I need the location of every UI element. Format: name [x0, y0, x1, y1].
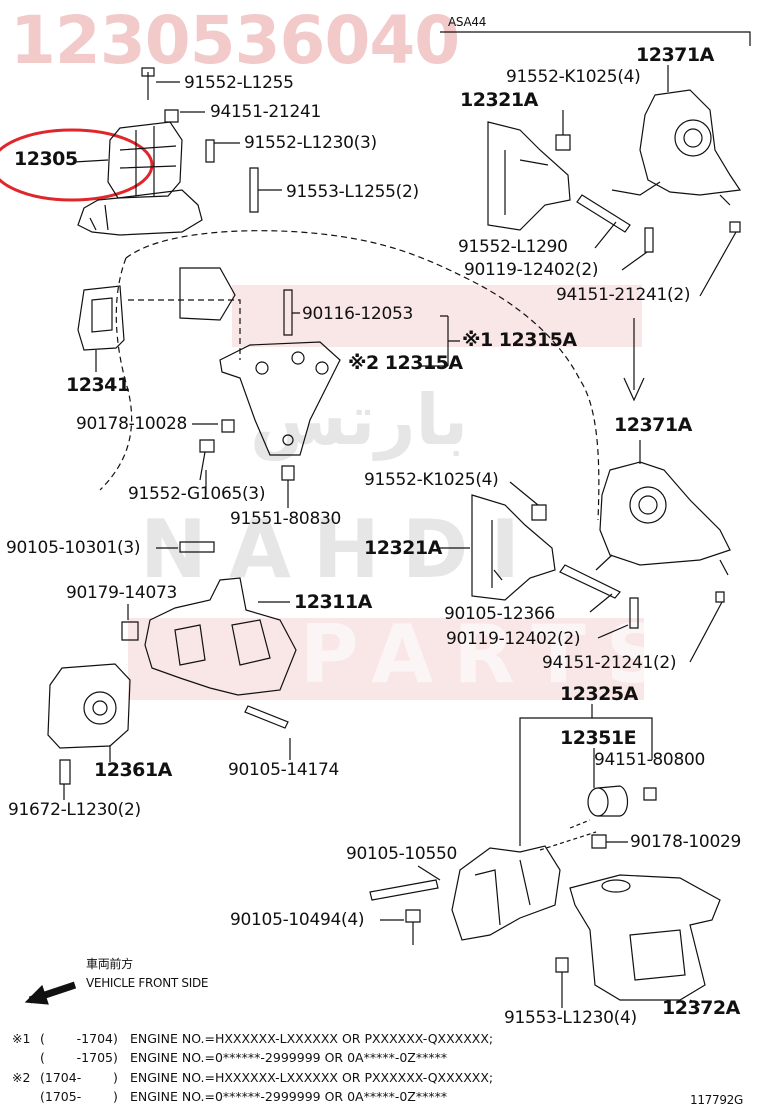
watermark-brand-parts: PARTS	[300, 608, 684, 701]
footnote-text: ENGINE NO.=0******-2999999 OR 0A*****-0Z…	[130, 1089, 448, 1104]
label-94151-21241-2-top[interactable]: 94151-21241(2)	[556, 285, 691, 305]
label-12341[interactable]: 12341	[66, 374, 130, 396]
footnote-row: ※1 ( -1704) ENGINE NO.=HXXXXXX-LXXXXXX OR …	[12, 1031, 494, 1046]
label-12371A-top[interactable]: 12371A	[636, 44, 714, 66]
model-code: ASA44	[448, 15, 487, 29]
label-90105-10494-4[interactable]: 90105-10494(4)	[230, 910, 365, 930]
mount-12361A-drawing	[47, 663, 131, 749]
label-90178-10028[interactable]: 90178-10028	[76, 414, 187, 434]
mount-12371A-mid-drawing	[595, 461, 731, 576]
label-90116-12053[interactable]: 90116-12053	[302, 304, 413, 324]
label-12361A[interactable]: 12361A	[94, 759, 172, 781]
label-91672-L1230-2[interactable]: 91672-L1230(2)	[8, 800, 141, 820]
label-94151-21241[interactable]: 94151-21241	[210, 102, 321, 122]
label-91552-K1025-4-top[interactable]: 91552-K1025(4)	[506, 67, 641, 87]
label-12315A-note2[interactable]: ※2 12315A	[348, 352, 463, 374]
label-90178-10029[interactable]: 90178-10029	[630, 832, 741, 852]
label-90105-14174[interactable]: 90105-14174	[228, 760, 339, 780]
label-12311A[interactable]: 12311A	[294, 591, 372, 613]
label-91552-G1065-3[interactable]: 91552-G1065(3)	[128, 484, 266, 504]
label-12372A[interactable]: 12372A	[662, 997, 740, 1019]
footnote-range: (1705- )	[40, 1089, 118, 1104]
label-90105-10301-3[interactable]: 90105-10301(3)	[6, 538, 141, 558]
footnote-text: ENGINE NO.=HXXXXXX-LXXXXXX OR PXXXXXX-QX…	[130, 1070, 494, 1085]
footnote-row: ( -1705) ENGINE NO.=0******-2999999 OR 0A…	[12, 1050, 448, 1065]
bracket-12321A-top-drawing	[487, 121, 571, 231]
footnote-row: (1705- ) ENGINE NO.=0******-2999999 OR 0A…	[12, 1089, 448, 1104]
footnote-mark: ※2	[12, 1070, 31, 1085]
part-number-watermark: 1230536040	[10, 2, 460, 79]
highlight-circle	[0, 128, 154, 202]
label-90119-12402-2-top[interactable]: 90119-12402(2)	[464, 260, 599, 280]
label-91551-80830[interactable]: 91551-80830	[230, 509, 341, 529]
label-12321A-mid[interactable]: 12321A	[364, 537, 442, 559]
footnote-range: ( -1704)	[40, 1031, 118, 1046]
label-12371A-mid[interactable]: 12371A	[614, 414, 692, 436]
model-bracket-line	[440, 31, 751, 46]
front-label-en: VEHICLE FRONT SIDE	[86, 976, 209, 990]
footnote-range: ( -1705)	[40, 1050, 118, 1065]
mount-12305-drawing	[77, 121, 203, 236]
label-12351E[interactable]: 12351E	[560, 727, 637, 749]
label-12305[interactable]: 12305	[14, 148, 78, 170]
label-91553-L1255-2[interactable]: 91553-L1255(2)	[286, 182, 419, 202]
watermark-brand-nahdi: NAHDI	[140, 503, 542, 596]
watermark-band-2	[128, 618, 644, 700]
label-90105-10550[interactable]: 90105-10550	[346, 844, 457, 864]
mount-12341-drawing	[77, 285, 125, 351]
front-label-jp: 車両前方	[86, 957, 133, 971]
label-91552-L1230-3[interactable]: 91552-L1230(3)	[244, 133, 377, 153]
bushing-12351E-drawing	[587, 785, 629, 817]
label-90105-12366[interactable]: 90105-12366	[444, 604, 555, 624]
label-90179-14073[interactable]: 90179-14073	[66, 583, 177, 603]
footnote-text: ENGINE NO.=0******-2999999 OR 0A*****-0Z…	[130, 1050, 448, 1065]
label-91552-K1025-4-mid[interactable]: 91552-K1025(4)	[364, 470, 499, 490]
label-12321A-top[interactable]: 12321A	[460, 89, 538, 111]
label-12325A[interactable]: 12325A	[560, 683, 638, 705]
figure-code: 117792G	[690, 1093, 744, 1107]
bracket-12321A-mid-drawing	[471, 494, 556, 601]
bracket-12311A-drawing	[144, 577, 297, 696]
footnote-text: ENGINE NO.=HXXXXXX-LXXXXXX OR PXXXXXX-QX…	[130, 1031, 494, 1046]
label-91553-L1230-4[interactable]: 91553-L1230(4)	[504, 1008, 637, 1028]
label-94151-21241-2-mid[interactable]: 94151-21241(2)	[542, 653, 677, 673]
bracket-12315A-drawing	[219, 341, 341, 456]
mount-12371A-top-drawing	[611, 89, 742, 206]
label-94151-80800[interactable]: 94151-80800	[594, 750, 705, 770]
label-91552-L1255[interactable]: 91552-L1255	[184, 73, 294, 93]
watermark-band-1	[232, 285, 642, 347]
mount-12372A-drawing	[569, 874, 721, 1001]
footnote-range: (1704- )	[40, 1070, 118, 1085]
footnote-row: ※2 (1704- ) ENGINE NO.=HXXXXXX-LXXXXXX OR …	[12, 1070, 494, 1085]
label-12315A-note1[interactable]: ※1 12315A	[462, 329, 577, 351]
bracket-12325A-drawing	[451, 845, 561, 941]
watermark-arabic: بارتس	[250, 379, 469, 461]
footnote-mark: ※1	[12, 1031, 31, 1046]
label-91552-L1290[interactable]: 91552-L1290	[458, 237, 568, 257]
label-90119-12402-2-mid[interactable]: 90119-12402(2)	[446, 629, 581, 649]
